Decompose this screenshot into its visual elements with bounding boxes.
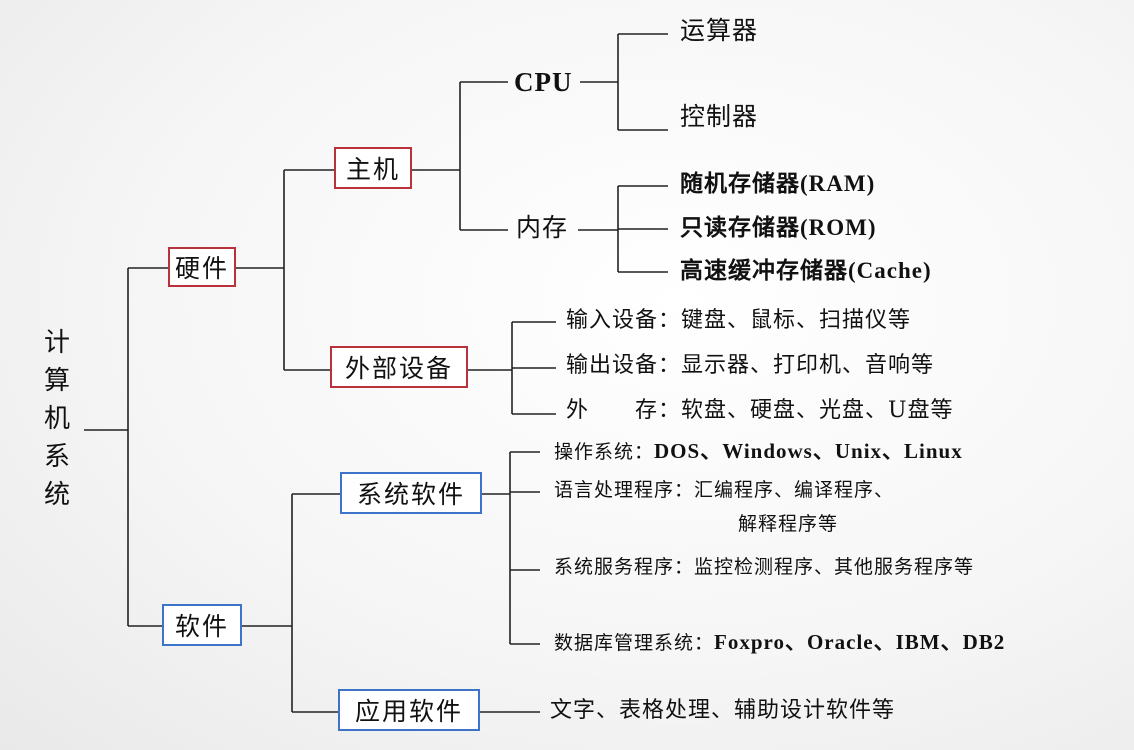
peripherals-label: 外部设备 — [344, 354, 453, 383]
system-item-dbms: 数据库管理系统：Foxpro、Oracle、IBM、DB2 — [554, 632, 1005, 653]
cpu-item-alu: 运算器 — [680, 16, 759, 45]
cpu-label: CPU — [514, 67, 573, 97]
software-node: 软件 — [162, 604, 242, 646]
root-char: 系 — [44, 442, 71, 472]
memory-item-ram: 随机存储器(RAM) — [680, 171, 876, 196]
application-software-label: 应用软件 — [354, 697, 463, 726]
memory-item-cache: 高速缓冲存储器(Cache) — [680, 258, 932, 283]
system-item-name: 系统服务程序： — [554, 556, 695, 578]
application-item: 文字、表格处理、辅助设计软件等 — [550, 698, 896, 723]
system-item-value: DOS、Windows、Unix、Linux — [654, 439, 963, 463]
memory-label: 内存 — [516, 213, 569, 242]
system-item-language-processor: 语言处理程序：汇编程序、编译程序、 — [554, 481, 894, 500]
system-item-name: 语言处理程序： — [554, 479, 695, 501]
peripheral-item-output: 输出设备：显示器、打印机、音响等 — [566, 353, 935, 378]
root-char: 机 — [44, 404, 71, 434]
hardware-label: 硬件 — [174, 254, 229, 283]
software-label: 软件 — [174, 612, 229, 641]
root-label-computer-system: 计 算 机 系 统 — [44, 330, 70, 508]
root-char: 算 — [44, 366, 71, 396]
memory-item-rom: 只读存储器(ROM) — [680, 215, 877, 240]
host-label: 主机 — [345, 155, 400, 184]
host-node: 主机 — [334, 147, 412, 189]
system-item-name: 操作系统： — [554, 441, 655, 463]
system-item-value: 汇编程序、编译程序、 — [694, 479, 895, 501]
system-item-os: 操作系统：DOS、Windows、Unix、Linux — [554, 441, 963, 462]
system-software-label: 系统软件 — [356, 480, 465, 509]
root-char: 统 — [44, 480, 71, 510]
system-item-service: 系统服务程序：监控检测程序、其他服务程序等 — [554, 558, 974, 577]
system-software-node: 系统软件 — [340, 472, 482, 514]
system-item-name: 数据库管理系统： — [554, 632, 715, 654]
system-item-value: Foxpro、Oracle、IBM、DB2 — [714, 630, 1006, 654]
system-item-value: 监控检测程序、其他服务程序等 — [694, 556, 975, 578]
root-char: 计 — [44, 328, 71, 358]
application-software-node: 应用软件 — [338, 689, 480, 731]
peripherals-node: 外部设备 — [330, 346, 468, 388]
peripheral-item-storage: 外 存：软盘、硬盘、光盘、U盘等 — [566, 398, 954, 423]
system-item-language-processor-cont: 解释程序等 — [738, 513, 839, 535]
peripheral-item-input: 输入设备：键盘、鼠标、扫描仪等 — [566, 308, 912, 333]
cpu-item-control-unit: 控制器 — [680, 102, 759, 131]
hardware-node: 硬件 — [168, 247, 236, 287]
